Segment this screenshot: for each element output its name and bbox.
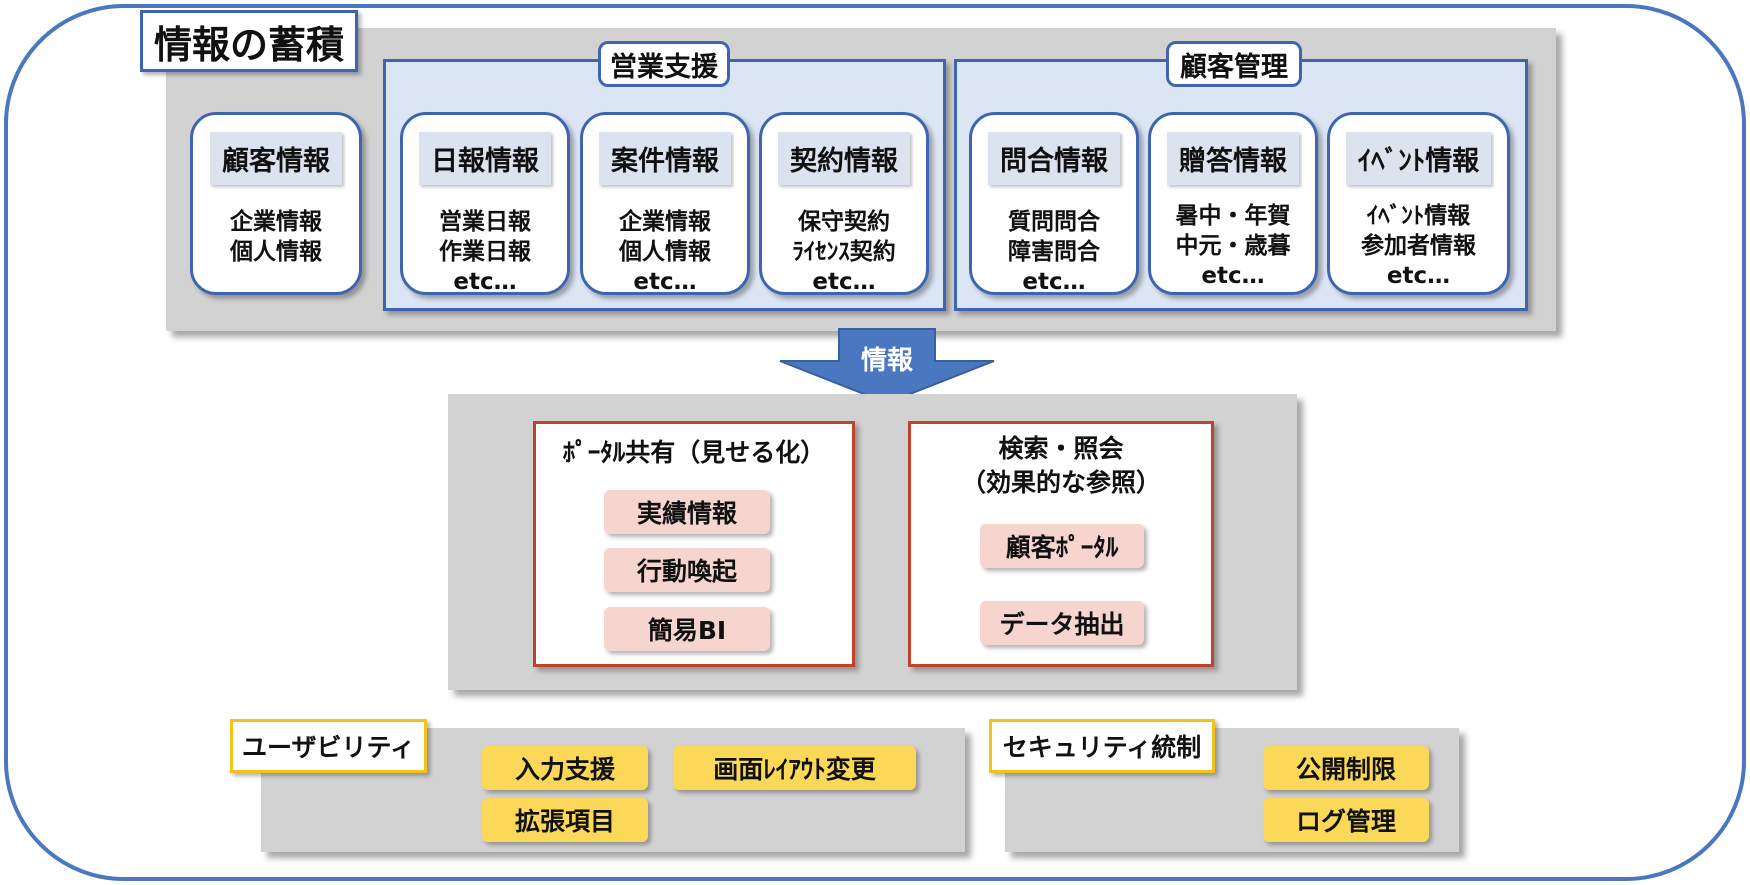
chip-results-info: 実績情報 — [604, 490, 770, 534]
card-line: 参加者情報 — [1361, 233, 1476, 259]
page-title: 情報の蓄積 — [140, 10, 358, 72]
card-title: 顧客情報 — [210, 132, 342, 185]
card-line: etc… — [1386, 263, 1451, 289]
chip-log-management: ログ管理 — [1263, 798, 1429, 842]
group-label-customer-management: 顧客管理 — [1166, 41, 1302, 87]
chip-extension-items: 拡張項目 — [482, 798, 648, 842]
card-project-info: 案件情報 企業情報 個人情報 etc… — [580, 112, 750, 295]
group-label-sales-support: 営業支援 — [598, 41, 730, 87]
card-line: 作業日報 — [439, 239, 531, 265]
card-line: ｲﾍﾞﾝﾄ情報 — [1366, 203, 1471, 229]
card-title: 贈答情報 — [1167, 132, 1299, 185]
card-gift-info: 贈答情報 暑中・年賀 中元・歳暮 etc… — [1148, 112, 1318, 295]
card-line: 保守契約 — [798, 209, 890, 235]
chip-simple-bi: 簡易BI — [604, 607, 770, 651]
chip-customer-portal: 顧客ﾎﾟｰﾀﾙ — [980, 524, 1144, 568]
card-line: 営業日報 — [439, 209, 531, 235]
card-inquiry-info: 問合情報 質問問合 障害問合 etc… — [969, 112, 1139, 295]
chip-screen-layout-change: 画面ﾚｲｱｳﾄ変更 — [673, 746, 916, 790]
card-line: 企業情報 — [230, 209, 322, 235]
card-title: ｲﾍﾞﾝﾄ情報 — [1345, 132, 1492, 185]
card-contract-info: 契約情報 保守契約 ﾗｲｾﾝｽ契約 etc… — [759, 112, 929, 295]
chip-access-restriction: 公開制限 — [1263, 746, 1429, 790]
chip-action-prompt: 行動喚起 — [604, 548, 770, 592]
card-line: etc… — [1201, 263, 1265, 289]
usability-label: ユーザビリティ — [230, 719, 427, 773]
security-label: セキュリティ統制 — [989, 719, 1215, 773]
card-line: etc… — [1022, 269, 1086, 295]
search-title-line: 検索・照会 — [998, 434, 1124, 463]
card-customer-info: 顧客情報 企業情報 個人情報 — [190, 112, 362, 295]
card-daily-report: 日報情報 営業日報 作業日報 etc… — [400, 112, 570, 295]
card-title: 問合情報 — [988, 132, 1120, 185]
down-arrow-icon — [779, 328, 995, 405]
card-event-info: ｲﾍﾞﾝﾄ情報 ｲﾍﾞﾝﾄ情報 参加者情報 etc… — [1327, 112, 1510, 295]
card-line: 企業情報 — [619, 209, 711, 235]
card-line: 質問問合 — [1008, 209, 1100, 235]
card-line: etc… — [633, 269, 697, 295]
portal-share-title: ﾎﾟｰﾀﾙ共有（見せる化） — [562, 438, 826, 467]
chip-data-extraction: データ抽出 — [980, 601, 1144, 645]
card-line: 障害問合 — [1008, 239, 1100, 265]
card-title: 日報情報 — [419, 132, 551, 185]
card-line: 中元・歳暮 — [1175, 233, 1291, 259]
card-line: ﾗｲｾﾝｽ契約 — [792, 239, 896, 265]
card-title: 案件情報 — [599, 132, 731, 185]
card-line: 個人情報 — [619, 239, 711, 265]
chip-input-support: 入力支援 — [482, 746, 648, 790]
card-line: 暑中・年賀 — [1175, 203, 1291, 229]
card-line: etc… — [453, 269, 517, 295]
card-title: 契約情報 — [778, 132, 910, 185]
search-title-line: （効果的な参照） — [960, 468, 1161, 497]
card-line: 個人情報 — [230, 239, 322, 265]
arrow-label: 情報 — [860, 346, 913, 376]
card-line: etc… — [812, 269, 876, 295]
portal-share-box: ﾎﾟｰﾀﾙ共有（見せる化） — [533, 421, 855, 667]
